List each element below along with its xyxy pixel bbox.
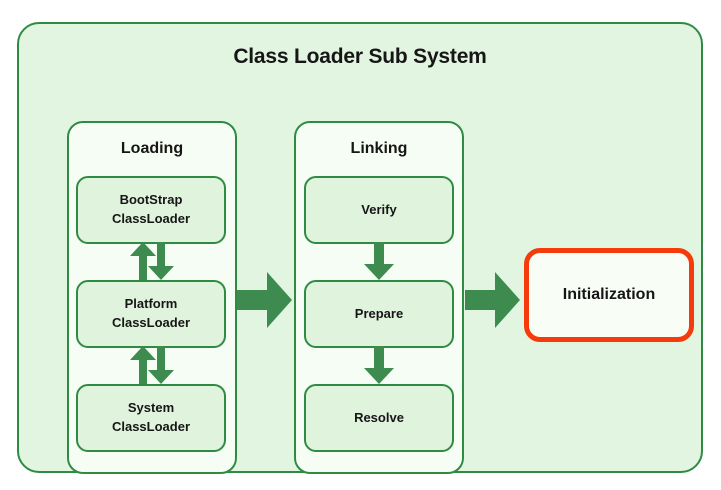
arrow-down-verify-prepare [362,242,396,280]
step-label-line1: BootStrap [119,192,183,208]
arrow-right-linking-to-initialization [465,272,520,328]
step-box-system-classloader: System ClassLoader [76,384,226,452]
step-box-bootstrap-classloader: BootStrap ClassLoader [76,176,226,244]
step-box-platform-classloader: Platform ClassLoader [76,280,226,348]
class-loader-subsystem-panel: Class Loader Sub System Loading Linking … [17,22,703,474]
step-label-line2: ClassLoader [111,211,191,226]
step-label-line1: Resolve [354,409,404,425]
step-label-line2: ClassLoader [111,315,191,330]
arrow-right-loading-to-linking [237,272,292,328]
step-box-verify: Verify [304,176,454,244]
arrow-down-prepare-resolve [362,346,396,384]
step-box-prepare: Prepare [304,280,454,348]
step-box-initialization: Initialization [524,248,694,342]
step-box-resolve: Resolve [304,384,454,452]
phase-title-linking: Linking [350,140,408,157]
step-label-line1: Platform [124,296,178,312]
step-label-line1: Prepare [354,305,404,321]
initialization-label: Initialization [562,286,656,303]
arrow-bidirectional-bootstrap-platform [126,242,178,280]
step-label-line1: Verify [361,201,397,217]
phase-title-loading: Loading [120,140,184,157]
arrow-bidirectional-platform-system [126,346,178,384]
step-label-line1: System [127,400,175,416]
page-title: Class Loader Sub System [233,45,487,68]
step-label-line2: ClassLoader [111,419,191,434]
